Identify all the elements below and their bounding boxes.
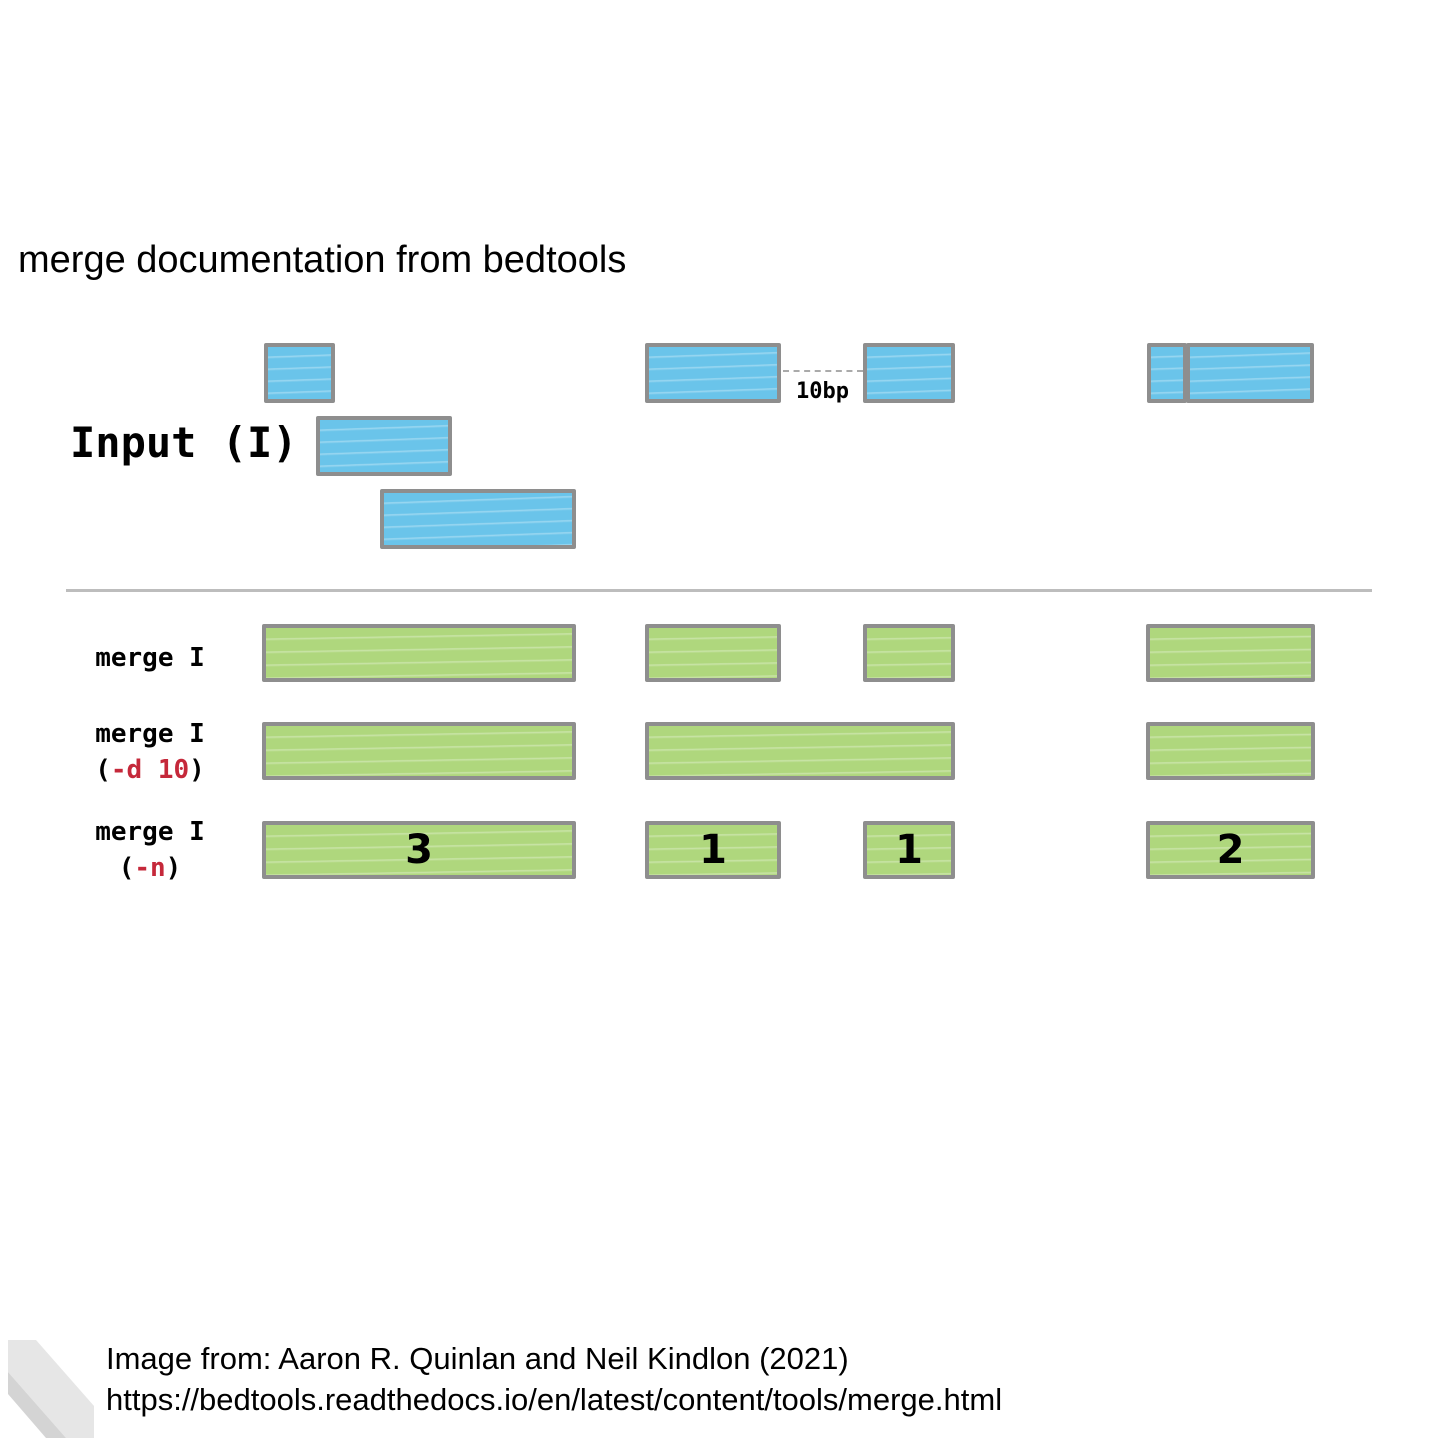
input-label: Input (I) bbox=[70, 418, 298, 467]
count-label: 1 bbox=[699, 827, 727, 873]
gap-label: 10bp bbox=[796, 379, 849, 404]
merged-interval bbox=[645, 722, 955, 780]
page-title: merge documentation from bedtools bbox=[18, 239, 627, 281]
count-label: 3 bbox=[405, 827, 433, 873]
footer: Image from: Aaron R. Quinlan and Neil Ki… bbox=[106, 1338, 1002, 1420]
paren-open: ( bbox=[95, 755, 111, 785]
merged-interval-count: 3 bbox=[262, 821, 576, 879]
gap-marker bbox=[783, 370, 863, 372]
merged-interval-count: 2 bbox=[1146, 821, 1315, 879]
option-flag: -d 10 bbox=[110, 755, 190, 785]
merged-interval-count: 1 bbox=[645, 821, 781, 879]
input-interval bbox=[316, 416, 452, 476]
row-label-text: merge I bbox=[95, 817, 205, 847]
input-interval bbox=[380, 489, 576, 549]
merged-interval bbox=[645, 624, 781, 682]
merged-interval bbox=[262, 624, 576, 682]
option-flag: -n bbox=[134, 853, 166, 883]
row-label-text: merge I bbox=[95, 719, 205, 749]
count-label: 1 bbox=[895, 827, 923, 873]
merged-interval bbox=[1146, 722, 1315, 780]
row-label-merge: merge I bbox=[90, 640, 210, 676]
merged-interval-count: 1 bbox=[863, 821, 955, 879]
input-interval bbox=[863, 343, 955, 403]
merged-interval bbox=[262, 722, 576, 780]
merged-interval bbox=[1146, 624, 1315, 682]
input-interval bbox=[1186, 343, 1314, 403]
row-label-merge-n: merge I (-n) bbox=[90, 814, 210, 886]
row-label-merge-d: merge I (-d 10) bbox=[90, 716, 210, 788]
input-interval bbox=[645, 343, 781, 403]
row-label-text: merge I bbox=[95, 643, 205, 673]
paren-open: ( bbox=[118, 853, 135, 883]
watermark-logo bbox=[8, 1340, 94, 1438]
paren-close: ) bbox=[189, 755, 205, 785]
footer-credit: Image from: Aaron R. Quinlan and Neil Ki… bbox=[106, 1341, 849, 1376]
merged-interval bbox=[863, 624, 955, 682]
input-interval bbox=[1147, 343, 1187, 403]
footer-url[interactable]: https://bedtools.readthedocs.io/en/lates… bbox=[106, 1382, 1003, 1417]
divider bbox=[66, 589, 1372, 592]
input-interval bbox=[264, 343, 335, 403]
count-label: 2 bbox=[1216, 827, 1245, 873]
paren-close: ) bbox=[165, 853, 182, 883]
